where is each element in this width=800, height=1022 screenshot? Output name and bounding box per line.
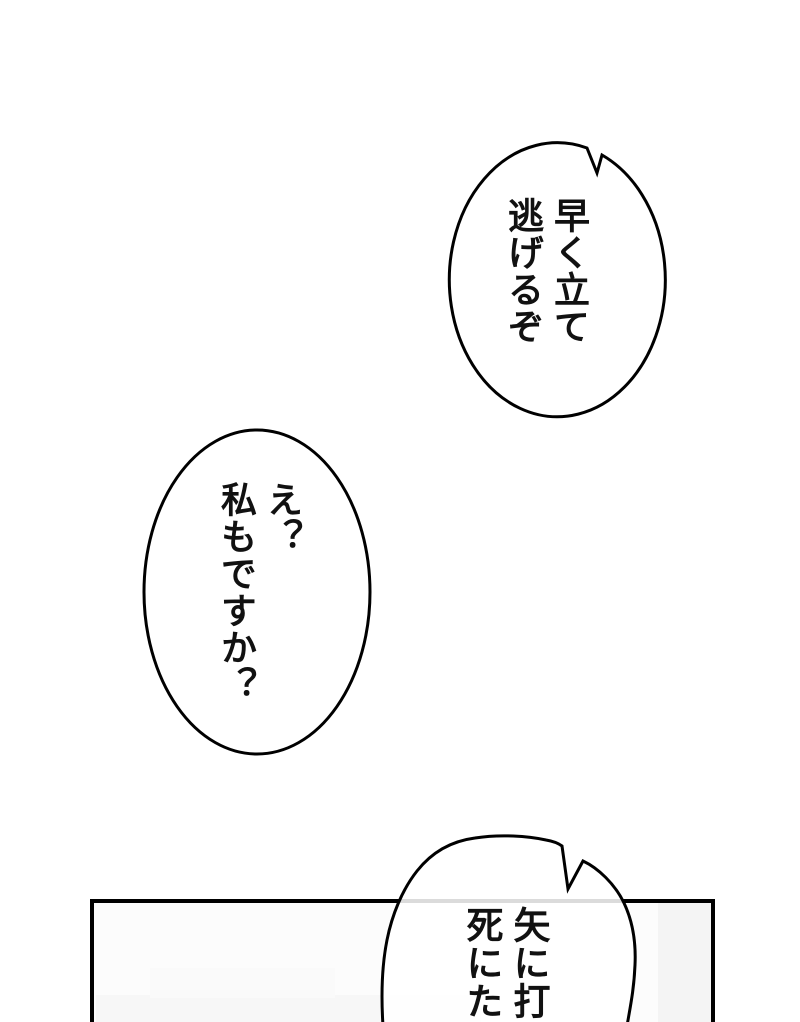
speech-bubble-line: 矢に打た (507, 906, 551, 1022)
speech-bubble-line: 死にた (460, 906, 504, 1020)
speech-bubble-line: 逃げるぞ (502, 197, 544, 345)
speech-bubble-middle-left-text: え？ 私もですか？ (213, 481, 305, 703)
speech-bubble-line: え？ (261, 481, 303, 555)
speech-bubble-bottom-shape (380, 834, 637, 1022)
speech-bubble-top-right-shape (447, 141, 667, 419)
panel-shading-right (658, 903, 711, 1022)
speech-bubble-bottom-text: 矢に打た 死にた (458, 906, 552, 1022)
speech-bubble-line: 早く立て (548, 197, 590, 345)
speech-bubble-middle-left-shape (142, 428, 372, 756)
panel-shading-step (150, 968, 335, 998)
speech-bubble-line: 私もですか？ (215, 481, 257, 703)
speech-bubble-top-right-text: 早く立て 逃げるぞ (500, 197, 592, 345)
